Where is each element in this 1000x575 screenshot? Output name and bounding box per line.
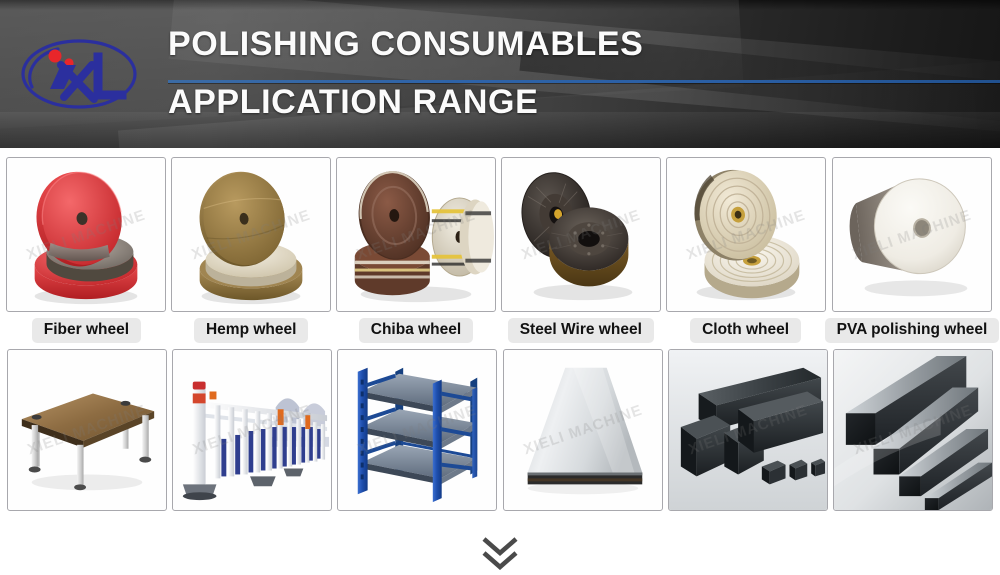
banner-title-line-1: POLISHING CONSUMABLES [168, 25, 644, 63]
product-label: Hemp wheel [193, 318, 309, 343]
banner-title-line-2: APPLICATION RANGE [168, 83, 539, 121]
product-label: Cloth wheel [690, 318, 802, 343]
banner-title-block: POLISHING CONSUMABLES APPLICATION RANGE [168, 22, 988, 124]
company-logo[interactable] [14, 27, 144, 122]
product-row-wheels: XIELI MACHINE Fiber wheel [0, 148, 1000, 343]
application-cell-office-table[interactable]: XIELI MACHINE [5, 349, 168, 511]
road-guardrail-fence-photo[interactable]: XIELI MACHINE [171, 349, 332, 511]
application-cell-road-guardrail[interactable]: XIELI MACHINE [170, 349, 333, 511]
square-steel-tubes-photo[interactable]: XIELI MACHINE [667, 349, 828, 511]
scroll-down-indicator[interactable] [0, 530, 1000, 575]
product-label: Fiber wheel [31, 318, 142, 343]
application-cell-stainless-square-bars[interactable]: XIELI MACHINE [832, 349, 995, 511]
steel-wire-wheel-photo[interactable]: XIELI MACHINE [500, 157, 661, 312]
fiber-wheel-photo[interactable]: XIELI MACHINE [6, 157, 167, 312]
product-cell-chiba-wheel[interactable]: XIELI MACHINE Chiba wheel [335, 157, 498, 343]
application-cell-steel-plate[interactable]: XIELI MACHINE [501, 349, 664, 511]
product-label: PVA polishing wheel [824, 318, 1000, 343]
hemp-wheel-photo[interactable]: XIELI MACHINE [171, 157, 332, 312]
chiba-wheel-photo[interactable]: XIELI MACHINE [335, 157, 496, 312]
product-grid: XIELI MACHINE Fiber wheel [0, 148, 1000, 511]
cloth-wheel-photo[interactable]: XIELI MACHINE [665, 157, 826, 312]
pva-polishing-wheel-photo[interactable]: XIELI MACHINE [831, 157, 992, 312]
product-cell-fiber-wheel[interactable]: XIELI MACHINE Fiber wheel [5, 157, 168, 343]
blue-storage-rack-photo[interactable]: XIELI MACHINE [337, 349, 498, 511]
steel-plate-photo[interactable]: XIELI MACHINE [502, 349, 663, 511]
application-cell-square-steel-tubes[interactable]: XIELI MACHINE [666, 349, 829, 511]
polished-stainless-square-bars-photo[interactable]: XIELI MACHINE [833, 349, 994, 511]
product-cell-hemp-wheel[interactable]: XIELI MACHINE Hemp wheel [170, 157, 333, 343]
product-row-applications: XIELI MACHINE [0, 343, 1000, 511]
office-table-photo[interactable]: XIELI MACHINE [6, 349, 167, 511]
product-cell-cloth-wheel[interactable]: XIELI MACHINE Cloth wheel [664, 157, 827, 343]
product-cell-pva-polishing-wheel[interactable]: XIELI MACHINE PVA polishing wheel [824, 157, 1000, 343]
title-divider-line [168, 80, 1000, 83]
product-label: Chiba wheel [358, 318, 474, 343]
double-chevron-down-icon [482, 536, 518, 570]
product-cell-steel-wire-wheel[interactable]: XIELI MACHINE Steel Wire wheel [499, 157, 662, 343]
banner-header: POLISHING CONSUMABLES APPLICATION RANGE [0, 0, 1000, 148]
product-label: Steel Wire wheel [507, 318, 654, 343]
application-cell-storage-rack[interactable]: XIELI MACHINE [336, 349, 499, 511]
